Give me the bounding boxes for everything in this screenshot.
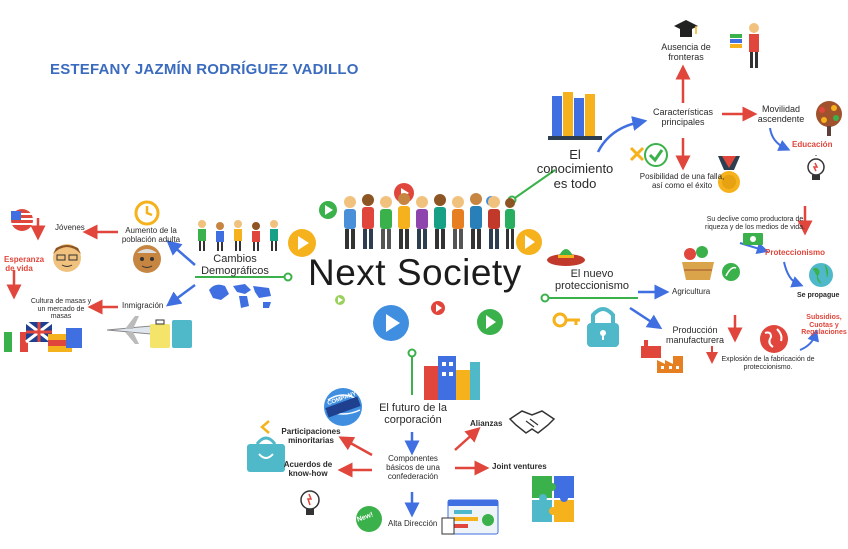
arrow-to-propague (783, 261, 804, 288)
ausencia-label: Ausencia de fronteras (661, 42, 711, 62)
family-figures-icon (198, 220, 278, 251)
propague-label: Se propague (797, 292, 840, 299)
factory-icon (657, 356, 683, 373)
jovenes-label: Jóvenes (55, 223, 85, 232)
play-icon-yellow-right (516, 229, 542, 255)
arrow-to-aumento (166, 240, 196, 266)
money-icon (743, 233, 763, 245)
proteccionismo-label: Proteccionismo (765, 248, 826, 257)
main-title: Next Society (308, 252, 522, 293)
cultura-label: Cultura de masas y un mercado de masas (30, 298, 92, 321)
leaf-icon (722, 263, 740, 281)
educacion-label: Educación (792, 140, 833, 149)
dashboard-browser-icon (441, 499, 499, 535)
factory-icon-small (641, 340, 661, 358)
earth-shield-icon (760, 325, 788, 353)
company-globe-icon (324, 388, 362, 426)
play-icon-blue (373, 305, 409, 341)
padlock-icon (587, 307, 619, 347)
play-icon-yellow (288, 229, 316, 257)
arrow-to-participaciones (338, 436, 373, 457)
corporacion-label: El futuro de la corporación (379, 402, 447, 427)
arrow-to-inmigracion (165, 283, 196, 307)
clock-icon (134, 200, 160, 226)
play-icon-green-small (319, 201, 337, 219)
agricultura-label: Agricultura (672, 287, 711, 296)
movilidad-label: Movilidad ascendente (757, 104, 805, 124)
arrow-to-alianzas (454, 426, 481, 451)
declive-label: Su declive como productora de riqueza y … (705, 216, 805, 231)
city-buildings-icon (424, 356, 480, 400)
graduation-cap-icon (674, 20, 698, 37)
inmigracion-label: Inmigración (122, 301, 164, 310)
airplane-icon (106, 316, 154, 344)
author-name: ESTEFANY JAZMÍN RODRÍGUEZ VADILLO (50, 61, 359, 78)
green-connector-corporacion (407, 348, 417, 395)
check-cross-icon (629, 143, 668, 167)
shopping-bag-icon (247, 436, 285, 472)
participaciones-label: Participaciones minoritarias (281, 427, 341, 445)
arrow-to-caracteristicas (596, 116, 648, 153)
luggage-icon (150, 319, 192, 348)
alta-label: Alta Dirección (388, 519, 438, 528)
posibilidad-label: Posibilidad de una falla, así como el éx… (639, 172, 725, 190)
acuerdos-label: Acuerdos de know-how (283, 460, 333, 478)
green-connector-proteccionismo (540, 293, 638, 303)
flags-cluster-icon (4, 320, 82, 352)
joint-label: Joint ventures (492, 462, 547, 471)
handshake-icon (508, 410, 556, 434)
globe-icon (809, 263, 833, 287)
tree-icon (816, 101, 842, 136)
student-figure-icon (730, 23, 759, 68)
play-icon-green (477, 309, 503, 335)
chevron-left-icon (260, 420, 270, 434)
arrow-to-educacion (769, 127, 791, 151)
vegetable-basket-icon (682, 246, 714, 280)
young-face-icon (53, 244, 81, 272)
people-crowd-icon (344, 193, 515, 249)
proteccionismo-main-label: El nuevo proteccionismo (555, 268, 629, 293)
caracteristicas-label: Características principales (652, 107, 714, 127)
lightbulb-icon (807, 155, 825, 180)
demograficos-label: Cambios Demográficos (201, 253, 269, 278)
explosion-label: Explosión de la fabricación de proteccio… (721, 356, 815, 371)
world-map-icon (209, 284, 271, 308)
esperanza-label: Esperanza de vida (4, 255, 45, 273)
sombrero-icon (547, 249, 585, 266)
green-connector-demograficos (195, 272, 293, 282)
play-icon-red-small (431, 301, 445, 315)
new-badge-icon (356, 506, 382, 532)
medal-icon (718, 156, 740, 193)
key-icon (552, 312, 580, 328)
idea-bulb-icon (300, 490, 320, 515)
produccion-label: Producción manufacturera (665, 325, 725, 345)
play-icon-green-tiny (335, 295, 345, 305)
alianzas-label: Alianzas (470, 419, 503, 428)
usa-flag-icon (11, 209, 33, 231)
aumento-label: Aumento de la población adulta (121, 226, 181, 244)
arrow-to-subsidios (799, 329, 820, 351)
componentes-label: Componentes básicos de una confederación (386, 454, 440, 481)
books-icon (548, 92, 602, 140)
elder-face-icon (133, 245, 161, 273)
arrow-to-produccion (629, 306, 663, 330)
conocimiento-label: El conocimiento es todo (536, 147, 614, 191)
puzzle-icon (532, 476, 574, 522)
subsidios-label: Subsidios, Cuotas y Regulaciones (801, 314, 847, 337)
